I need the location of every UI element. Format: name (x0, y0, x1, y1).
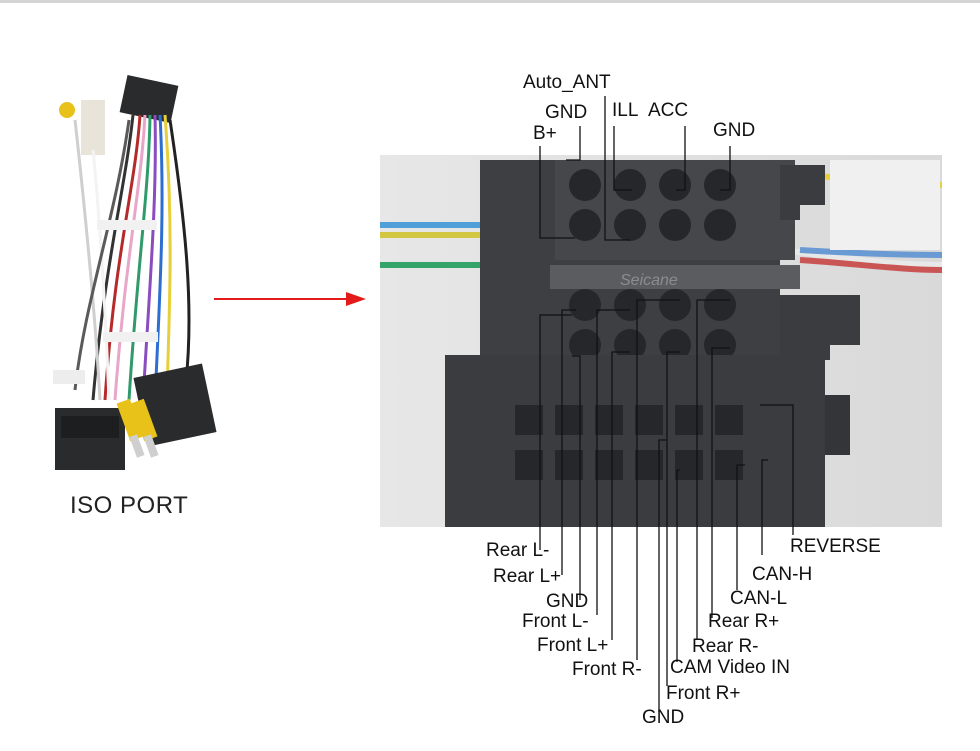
label-rear-r-plus: Rear R+ (708, 611, 780, 632)
label-rear-l-plus: Rear L+ (493, 566, 562, 587)
label-b-plus: B+ (533, 123, 557, 144)
label-can-l: CAN-L (730, 588, 788, 609)
label-front-l-plus: Front L+ (537, 635, 609, 656)
iso-harness-image (53, 75, 217, 470)
label-front-l-minus: Front L- (522, 611, 589, 632)
label-acc: ACC (648, 100, 689, 121)
label-ill: ILL (612, 100, 639, 121)
top-divider (0, 0, 980, 3)
label-can-h: CAN-H (752, 564, 813, 585)
label-rear-r-minus: Rear R- (692, 636, 759, 657)
label-gnd-top: GND (545, 102, 588, 123)
iso-port-label: ISO PORT (70, 492, 189, 519)
red-arrow-icon (214, 292, 366, 306)
connector-photo: Seicane (380, 155, 942, 527)
label-rear-l-minus: Rear L- (486, 540, 550, 561)
watermark: Seicane (620, 272, 678, 289)
label-front-r-plus: Front R+ (666, 683, 741, 704)
label-cam-video-in: CAM Video IN (670, 657, 791, 678)
label-front-r-minus: Front R- (572, 659, 642, 680)
label-reverse: REVERSE (790, 536, 881, 557)
label-gnd-bottom-1: GND (546, 591, 589, 612)
label-gnd-right: GND (713, 120, 756, 141)
label-gnd-bottom-2: GND (642, 707, 685, 728)
label-auto-ant: Auto_ANT (523, 72, 611, 93)
